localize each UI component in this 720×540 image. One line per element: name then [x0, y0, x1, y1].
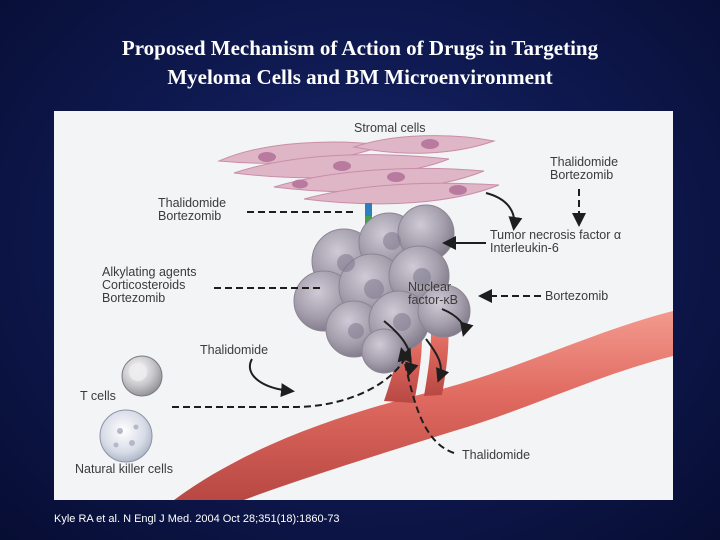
slide-title: Proposed Mechanism of Action of Drugs in… [20, 34, 700, 92]
label-natural-killer-cells: Natural killer cells [75, 462, 173, 476]
title-line-1: Proposed Mechanism of Action of Drugs in… [121, 36, 599, 60]
natural-killer-cell [99, 409, 153, 463]
label-t-cells: T cells [80, 389, 116, 403]
label-nuclear-factor-kb: Nuclear factor-κB [408, 280, 459, 307]
label-bortezomib-right: Bortezomib [545, 289, 609, 303]
stromal-nuclei [258, 139, 467, 195]
myeloma-nuclei [337, 232, 431, 339]
label-tnf-il6: Tumor necrosis factor α Interleukin-6 [490, 228, 622, 255]
t-cell [121, 355, 163, 397]
adhesion-receptor [365, 203, 372, 217]
title-line-2: Myeloma Cells and BM Microenvironment [167, 65, 553, 89]
label-alkylating-agents: Alkylating agents Corticosteroids Bortez… [102, 265, 197, 305]
label-thalidomide-bottom: Thalidomide [462, 448, 531, 462]
label-thalidomide-bortezomib-right: Thalidomide Bortezomib [550, 155, 619, 182]
citation: Kyle RA et al. N Engl J Med. 2004 Oct 28… [54, 513, 340, 525]
label-thalidomide-middle: Thalidomide [200, 343, 269, 357]
arrows [172, 189, 586, 454]
label-thalidomide-bortezomib-left: Thalidomide Bortezomib [158, 196, 227, 223]
mechanism-diagram [99, 135, 673, 500]
label-stromal-cells: Stromal cells [354, 121, 426, 135]
mechanism-figure: Stromal cells Thalidomide Bortezomib Tha… [54, 111, 673, 500]
